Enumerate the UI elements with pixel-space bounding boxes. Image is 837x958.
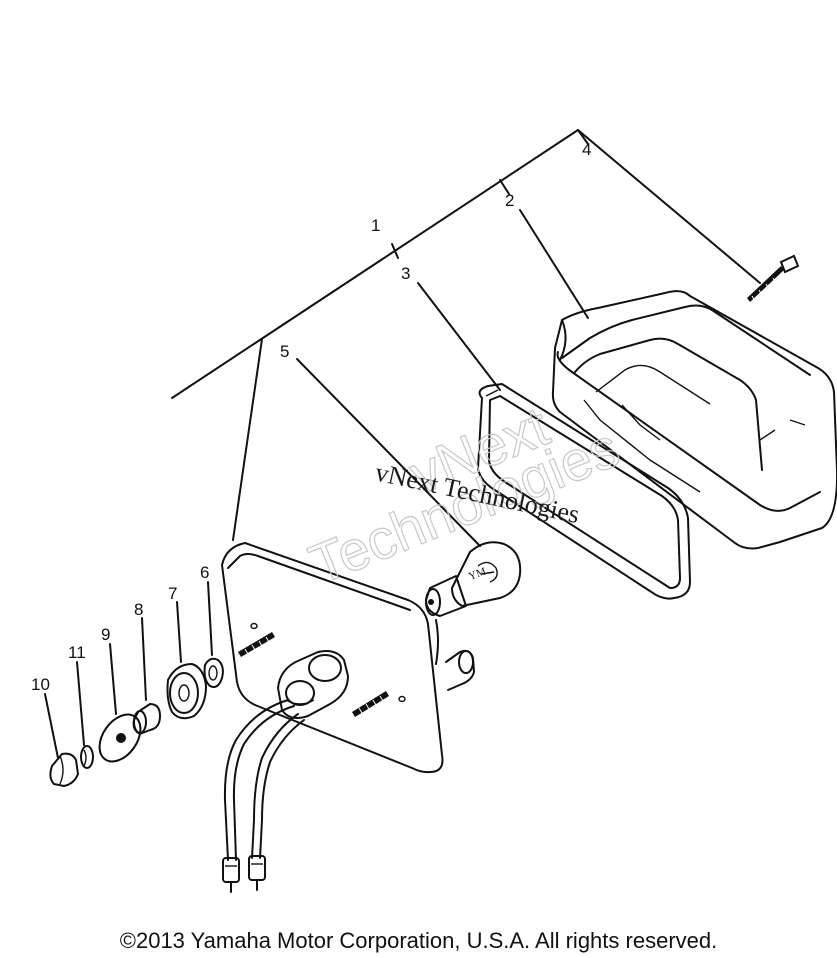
stud-left xyxy=(238,632,275,657)
plate-washer-9-part xyxy=(98,713,142,763)
callout-3: 3 xyxy=(401,264,410,283)
callout-11: 11 xyxy=(68,643,86,662)
watermark: vNext Technologies vNext Technologies xyxy=(300,393,628,596)
callout-labels: 1 2 3 4 5 6 7 8 9 10 11 xyxy=(31,140,591,694)
copyright-notice: ©2013 Yamaha Motor Corporation, U.S.A. A… xyxy=(119,928,718,953)
gasket-part xyxy=(477,383,691,600)
callout-7: 7 xyxy=(168,584,177,603)
callout-10: 10 xyxy=(31,675,50,694)
lock-washer-11-part xyxy=(80,745,94,769)
leader-lines xyxy=(44,129,761,759)
bulb-marking: YM xyxy=(467,565,488,582)
wiring-harness xyxy=(223,699,305,861)
callout-2: 2 xyxy=(505,191,514,210)
bulb-part: YM xyxy=(425,541,522,617)
screw-part xyxy=(747,254,800,302)
washer-6-part xyxy=(203,657,224,688)
wire-connectors xyxy=(222,855,266,893)
callout-8: 8 xyxy=(134,600,143,619)
callout-6: 6 xyxy=(200,563,209,582)
callout-1: 1 xyxy=(371,216,380,235)
callout-4: 4 xyxy=(582,140,591,159)
callout-9: 9 xyxy=(101,625,110,644)
nut-10-part xyxy=(49,752,79,787)
lens-part xyxy=(551,290,837,550)
grommet-7-part xyxy=(166,663,207,720)
callout-5: 5 xyxy=(280,342,289,361)
stud-right xyxy=(352,691,389,717)
bulb-socket xyxy=(277,650,349,719)
base-plate-part xyxy=(221,542,475,893)
